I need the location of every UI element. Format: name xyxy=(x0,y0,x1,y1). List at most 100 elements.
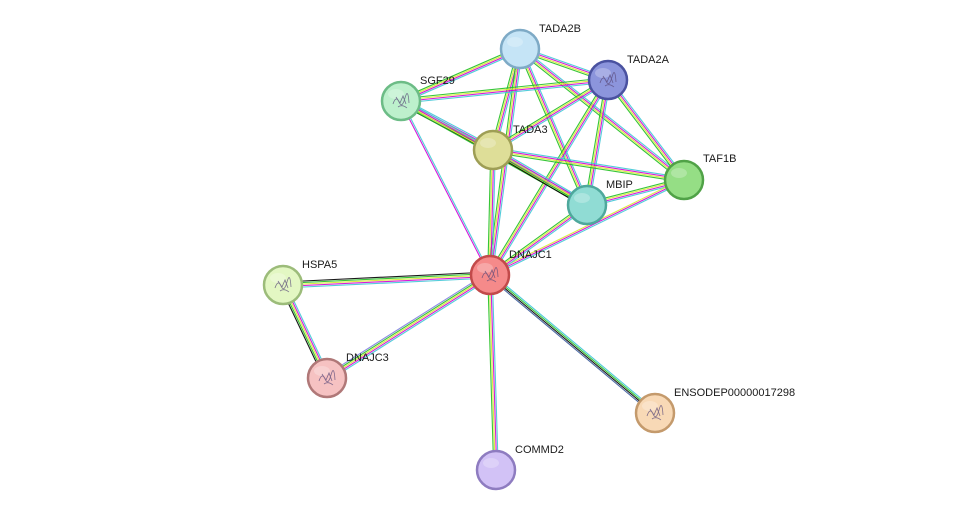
edge-dnajc1-dnajc3[interactable] xyxy=(325,271,492,382)
edge-evidence-line xyxy=(325,271,489,376)
node-label: TADA2B xyxy=(539,23,581,35)
node-label: TADA3 xyxy=(513,124,548,136)
edge-evidence-line xyxy=(492,151,684,183)
node-dnajc1[interactable]: DNAJC1 xyxy=(469,249,552,296)
edge-tada2a-tada3[interactable] xyxy=(491,77,610,153)
edge-evidence-line xyxy=(488,79,608,275)
protein-structure-icon xyxy=(599,72,617,88)
edge-tada2a-taf1b[interactable] xyxy=(605,78,687,182)
node-gloss xyxy=(483,458,499,468)
protein-structure-icon xyxy=(481,267,499,283)
edge-evidence-line xyxy=(488,275,496,471)
edge-evidence-line xyxy=(608,79,686,180)
edge-sgf29-dnajc1[interactable] xyxy=(399,100,492,276)
edge-evidence-line xyxy=(400,47,520,101)
edge-evidence-line xyxy=(489,275,655,414)
node-label: SGF29 xyxy=(420,75,455,87)
node-mbip[interactable]: MBIP xyxy=(566,179,633,226)
edge-evidence-line xyxy=(520,48,589,205)
edge-evidence-line xyxy=(401,49,521,103)
edge-tada2a-dnajc1[interactable] xyxy=(487,78,611,277)
edge-dnajc1-ensodep00000017298[interactable] xyxy=(488,272,657,416)
edge-evidence-line xyxy=(488,149,493,275)
edge-evidence-line xyxy=(493,81,610,153)
node-commd2[interactable]: COMMD2 xyxy=(475,444,564,491)
edge-evidence-line xyxy=(521,47,590,205)
edge-tada2a-sgf29[interactable] xyxy=(400,77,609,104)
node-ensodep00000017298[interactable]: ENSODEP00000017298 xyxy=(634,387,795,434)
edge-evidence-line xyxy=(401,50,522,104)
node-tada2b[interactable]: TADA2B xyxy=(499,23,581,70)
node-label: DNAJC1 xyxy=(509,249,552,261)
node-label: DNAJC3 xyxy=(346,352,389,364)
edge-evidence-line xyxy=(491,274,499,470)
edge-evidence-line xyxy=(491,150,496,276)
node-gloss xyxy=(388,89,404,99)
node-tada2a[interactable]: TADA2A xyxy=(587,54,670,101)
node-gloss xyxy=(574,193,590,203)
edge-evidence-line xyxy=(520,47,685,180)
edge-evidence-line xyxy=(489,178,684,275)
edge-evidence-line xyxy=(328,277,492,382)
node-circle[interactable] xyxy=(475,449,517,491)
edge-evidence-line xyxy=(489,179,685,276)
edge-evidence-line xyxy=(491,77,608,149)
edge-evidence-line xyxy=(493,147,685,179)
edge-evidence-line xyxy=(490,80,610,276)
node-label: TADA2A xyxy=(627,54,670,66)
edge-evidence-line xyxy=(490,150,495,276)
edge-evidence-line xyxy=(282,274,491,286)
node-taf1b[interactable]: TAF1B xyxy=(663,153,736,201)
edge-tada2b-mbip[interactable] xyxy=(517,47,590,207)
node-circle[interactable] xyxy=(472,129,514,171)
edge-evidence-line xyxy=(325,273,490,378)
edge-tada2a-mbip[interactable] xyxy=(584,79,611,206)
edge-dnajc1-hspa5[interactable] xyxy=(282,271,491,289)
edge-evidence-line xyxy=(283,277,491,289)
edge-tada2b-sgf29[interactable] xyxy=(399,46,522,104)
edge-evidence-line xyxy=(283,275,491,288)
edge-evidence-line xyxy=(606,80,684,181)
node-label: COMMD2 xyxy=(515,444,564,456)
node-sgf29[interactable]: SGF29 xyxy=(380,75,455,122)
edge-evidence-line xyxy=(282,271,490,283)
node-dnajc3[interactable]: DNAJC3 xyxy=(306,352,389,399)
edge-evidence-line xyxy=(493,80,609,152)
node-circle[interactable] xyxy=(663,159,705,201)
edge-evidence-line xyxy=(400,78,608,101)
node-label: ENSODEP00000017298 xyxy=(674,387,795,399)
edge-evidence-line xyxy=(492,78,608,150)
edge-evidence-line xyxy=(400,77,608,100)
edge-evidence-line xyxy=(399,101,490,276)
edge-tada3-dnajc1[interactable] xyxy=(487,149,496,276)
edge-evidence-line xyxy=(327,275,492,380)
edge-evidence-line xyxy=(401,80,609,103)
node-gloss xyxy=(595,68,611,78)
node-gloss xyxy=(671,168,687,178)
edge-evidence-line xyxy=(517,49,586,207)
edge-evidence-line xyxy=(588,80,611,206)
edge-evidence-line xyxy=(487,149,492,275)
protein-structure-icon xyxy=(392,93,410,109)
edge-evidence-line xyxy=(487,78,607,275)
edge-tada3-taf1b[interactable] xyxy=(492,147,685,183)
node-tada3[interactable]: TADA3 xyxy=(472,124,548,171)
node-gloss xyxy=(480,138,496,148)
edge-evidence-line xyxy=(585,79,608,205)
node-label: HSPA5 xyxy=(302,259,337,271)
edge-dnajc1-commd2[interactable] xyxy=(487,274,499,471)
edge-evidence-line xyxy=(488,276,654,416)
edge-taf1b-dnajc1[interactable] xyxy=(489,178,685,277)
node-circle[interactable] xyxy=(566,184,608,226)
node-circle[interactable] xyxy=(499,28,541,70)
node-hspa5[interactable]: HSPA5 xyxy=(262,259,337,306)
edge-evidence-line xyxy=(493,148,685,180)
protein-structure-icon xyxy=(274,277,292,293)
edge-evidence-line xyxy=(487,275,495,471)
edge-evidence-line xyxy=(518,49,587,206)
node-label: MBIP xyxy=(606,179,633,191)
node-gloss xyxy=(642,401,658,411)
edge-evidence-line xyxy=(587,80,610,206)
